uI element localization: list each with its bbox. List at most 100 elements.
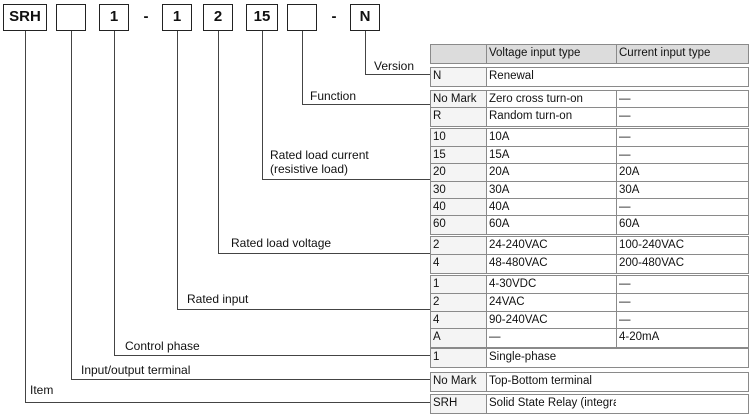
table-vline-header [748, 44, 749, 64]
table-cell-phase: 1 [430, 348, 486, 367]
table-cell-input: 4 [430, 311, 486, 330]
connector-phase-v [114, 31, 115, 355]
code-item-box: SRH [3, 4, 47, 31]
table-vline-function [616, 90, 617, 127]
table-hline-phase [430, 367, 748, 368]
table-hline-input [430, 293, 748, 294]
table-hline-voltage [430, 254, 748, 255]
label-rated-input: Rated input [187, 292, 249, 306]
table-cell-current: — [616, 128, 748, 147]
table-cell-current: 60 [430, 215, 486, 234]
table-cell-current: 20 [430, 163, 486, 182]
table-vline-input [748, 275, 749, 348]
table-cell-current: 60A [486, 215, 616, 234]
table-vline-input [486, 275, 487, 348]
table-hline-input [430, 347, 748, 348]
table-vline-header [430, 44, 431, 64]
code-rated-voltage-box: 2 [203, 4, 233, 31]
table-hline-terminal [430, 372, 748, 373]
code-version-box: N [350, 4, 380, 31]
connector-version-h [365, 74, 430, 75]
connector-phase-h [114, 355, 430, 356]
table-cell-input: 1 [430, 275, 486, 294]
table-vline-terminal [486, 372, 487, 392]
table-cell-input: — [486, 328, 616, 347]
table-vline-function [430, 90, 431, 127]
code-rated-input-box: 1 [162, 4, 192, 31]
table-vline-header [616, 44, 617, 64]
table-cell-function: No Mark [430, 90, 486, 109]
table-vline-item [430, 394, 431, 414]
table-vline-voltage [616, 236, 617, 274]
table-cell-input: — [616, 293, 748, 312]
table-vline-phase [486, 348, 487, 368]
table-hline-header [430, 44, 748, 45]
table-cell-input: 4-30VDC [486, 275, 616, 294]
table-cell-input: 90-240VAC [486, 311, 616, 330]
code-control-phase-box: 1 [99, 4, 129, 31]
table-vline-version [748, 67, 749, 87]
table-vline-current [430, 128, 431, 235]
table-cell-current: — [616, 146, 748, 165]
connector-voltage-v [218, 31, 219, 253]
connector-voltage-h [218, 253, 430, 254]
table-cell-voltage: 2 [430, 236, 486, 255]
table-cell-current: 20A [616, 163, 748, 182]
label-io-terminal: Input/output terminal [81, 363, 191, 377]
table-cell-current: 10 [430, 128, 486, 147]
table-vline-current [748, 128, 749, 235]
table-cell-input: A [430, 328, 486, 347]
connector-current-v [262, 31, 263, 179]
table-cell-function: Random turn-on [486, 107, 616, 126]
label-control-phase: Control phase [125, 339, 200, 353]
code-function-box [287, 4, 317, 31]
table-cell-terminal [616, 372, 748, 391]
label-item: Item [30, 383, 54, 397]
connector-item-h [25, 402, 430, 403]
table-vline-phase [748, 348, 749, 368]
table-cell-function: R [430, 107, 486, 126]
connector-input-v [177, 31, 178, 309]
label-version: Version [374, 59, 415, 73]
label-function: Function [310, 89, 357, 103]
table-cell-current: 15 [430, 146, 486, 165]
connector-item-v [25, 31, 26, 402]
table-cell-current: 40 [430, 198, 486, 217]
table-cell-current: 60A [616, 215, 748, 234]
table-hline-input [430, 328, 748, 329]
table-cell-version: N [430, 67, 486, 86]
label-rated-current-line1: Rated load current [270, 148, 369, 162]
table-cell-voltage: 100-240VAC [616, 236, 748, 255]
table-cell-current: 15A [486, 146, 616, 165]
table-cell-input: 4-20mA [616, 328, 748, 347]
table-vline-item [486, 394, 487, 414]
table-hline-version [430, 67, 748, 68]
connector-terminal-v [71, 31, 72, 379]
table-hline-voltage [430, 273, 748, 274]
table-hline-current [430, 146, 748, 147]
table-vline-input [616, 275, 617, 348]
table-header-cell [430, 44, 486, 63]
table-cell-voltage: 4 [430, 254, 486, 273]
table-hline-terminal [430, 391, 748, 392]
table-cell-current: 30 [430, 181, 486, 200]
table-vline-version [430, 67, 431, 87]
table-vline-input [430, 275, 431, 348]
table-header-cell: Current input type [616, 44, 748, 63]
table-hline-current [430, 215, 748, 216]
table-hline-function [430, 126, 748, 127]
table-cell-version [616, 67, 748, 86]
table-hline-function [430, 90, 748, 91]
table-vline-voltage [748, 236, 749, 274]
table-hline-current [430, 128, 748, 129]
table-cell-current: 30A [486, 181, 616, 200]
table-cell-item [616, 394, 748, 413]
table-vline-function [748, 90, 749, 127]
code-rated-current-box: 15 [246, 4, 278, 31]
table-vline-function [486, 90, 487, 127]
table-vline-current [486, 128, 487, 235]
label-rated-current-line2: (resistive load) [270, 162, 349, 176]
table-cell-terminal: No Mark [430, 372, 486, 391]
connector-function-h [302, 104, 430, 105]
table-hline-voltage [430, 236, 748, 237]
